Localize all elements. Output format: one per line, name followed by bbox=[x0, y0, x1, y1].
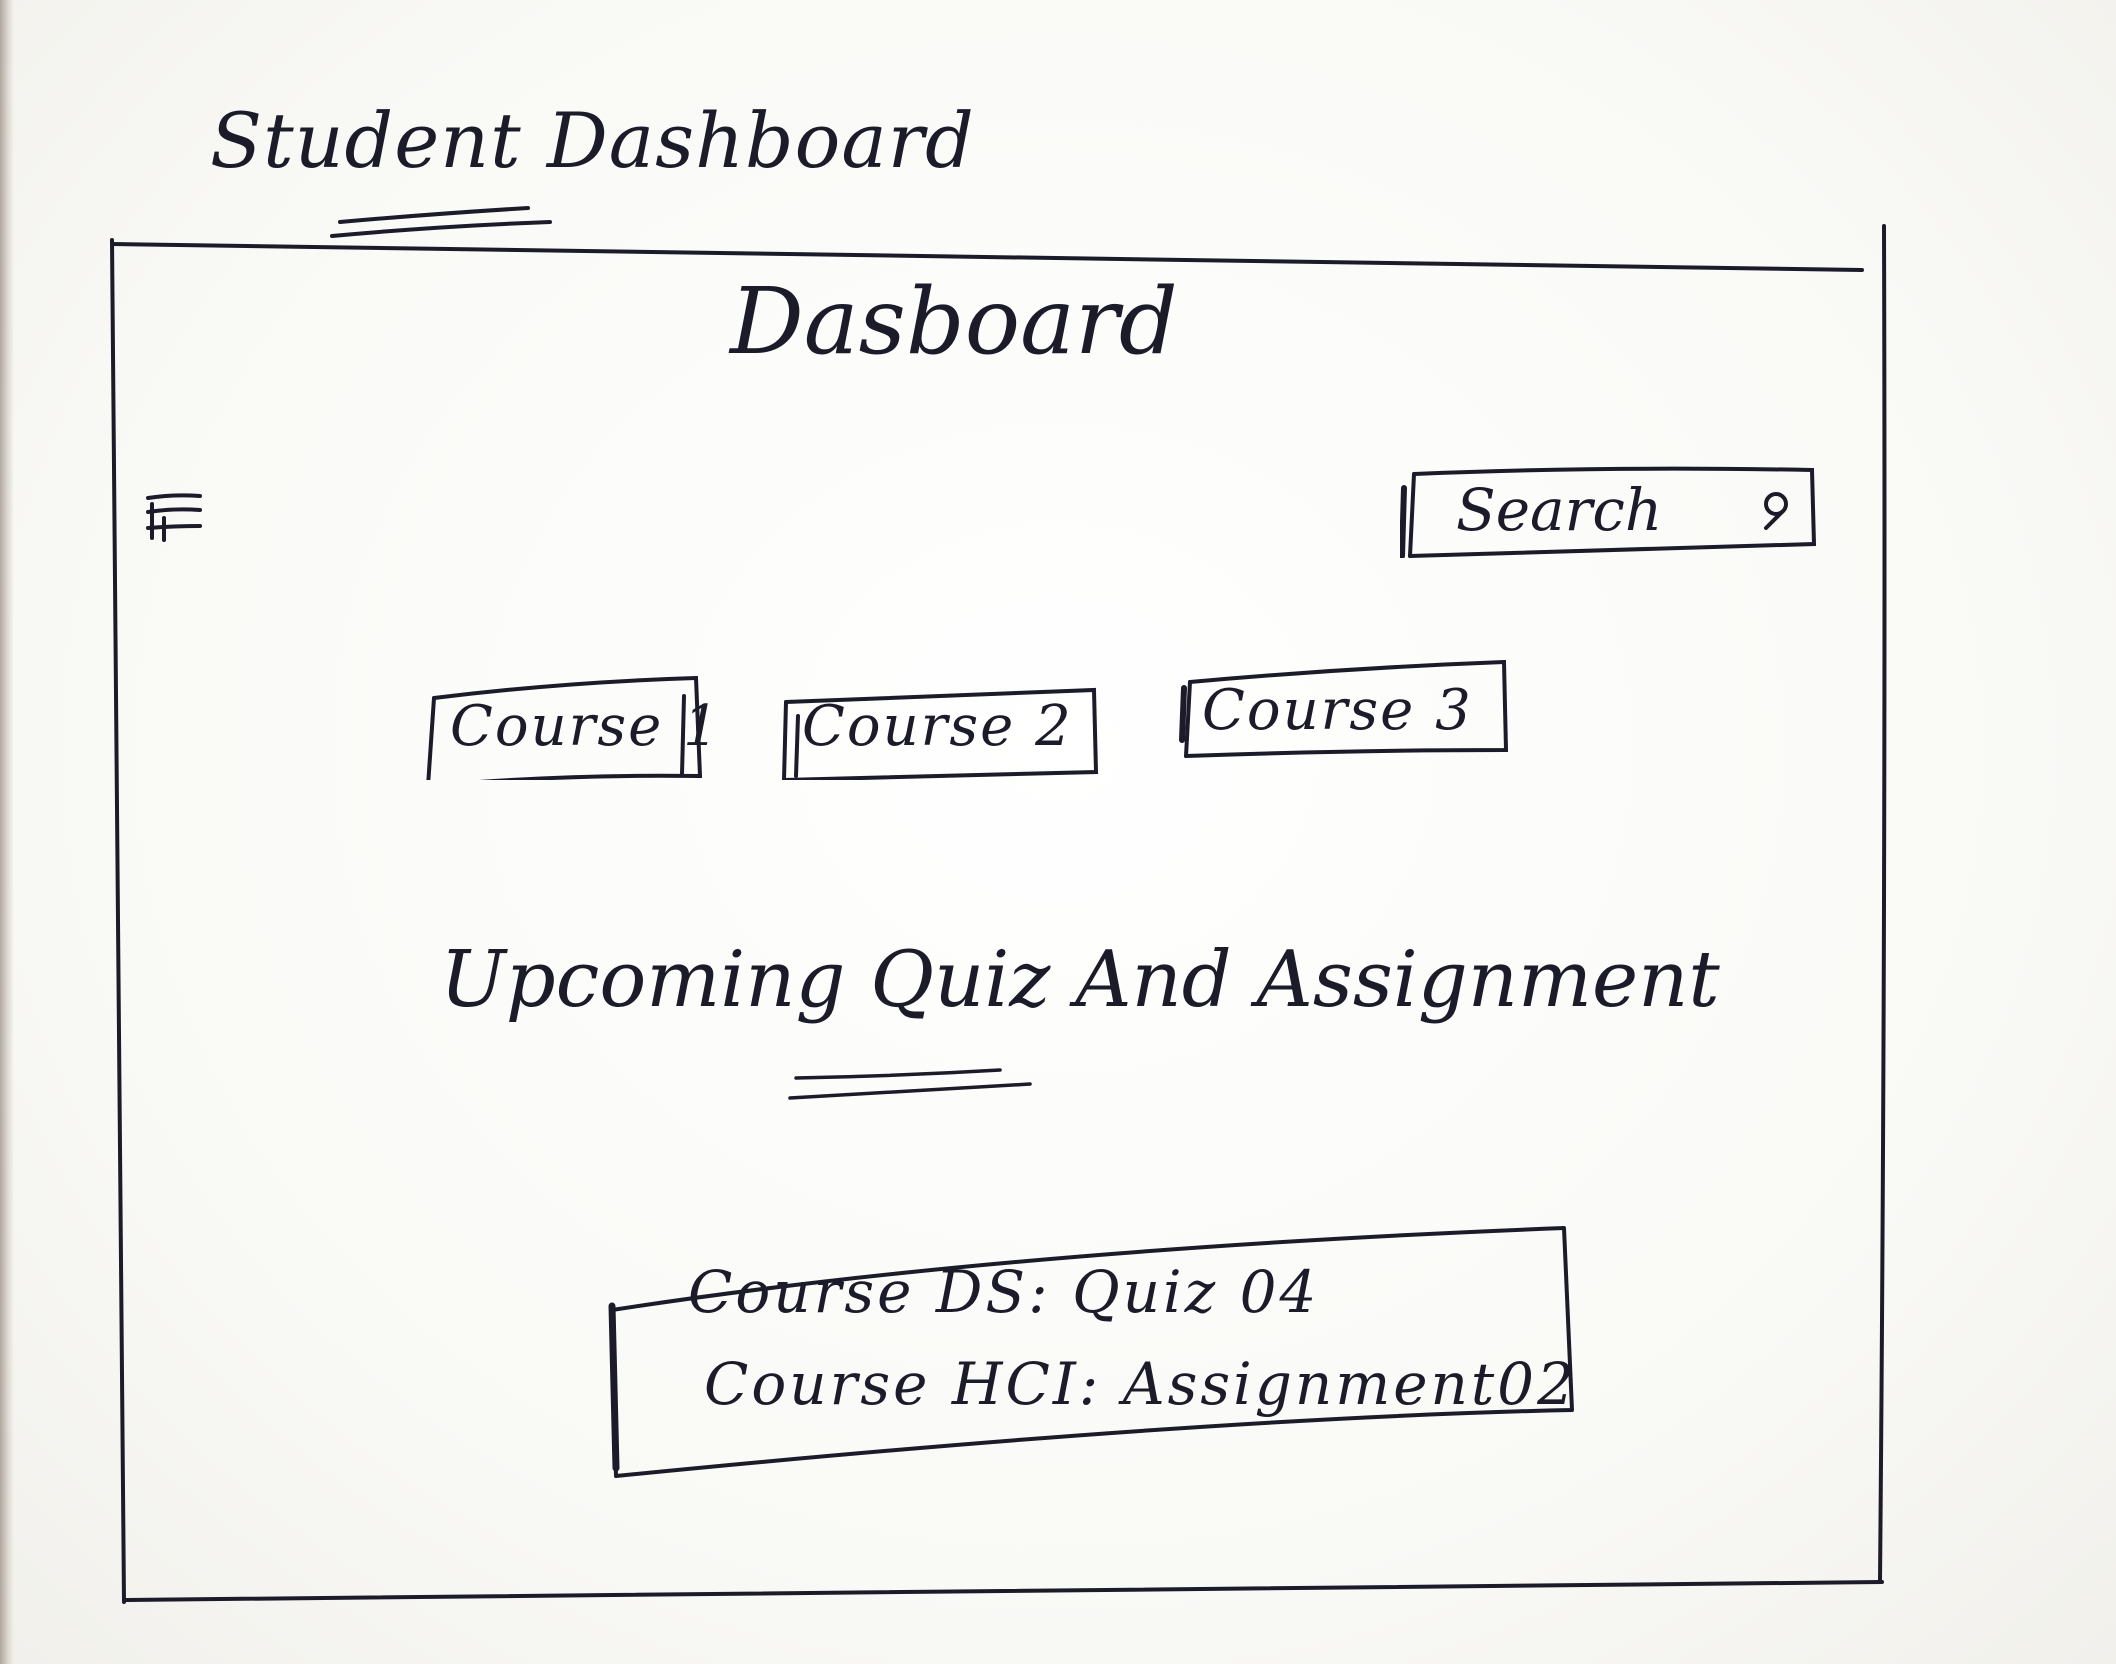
search-input[interactable]: Search bbox=[1400, 462, 1820, 558]
heading-underline-1 bbox=[794, 1068, 1002, 1080]
heading-underline-2 bbox=[788, 1082, 1032, 1100]
course-2-label: Course 2 bbox=[802, 694, 1073, 759]
frame-right-edge bbox=[1878, 224, 1887, 1584]
frame-bottom-edge bbox=[124, 1580, 1884, 1602]
page-title: Dasboard bbox=[730, 268, 1178, 375]
upcoming-item-quiz[interactable]: Course DS: Quiz 04 bbox=[688, 1258, 1320, 1326]
hamburger-menu-icon[interactable] bbox=[144, 488, 204, 548]
upcoming-item-assignment[interactable]: Course HCI: Assignment02 bbox=[704, 1350, 1577, 1418]
search-icon[interactable] bbox=[1756, 490, 1792, 530]
course-2-button[interactable]: Course 2 bbox=[776, 676, 1102, 780]
sketch-title: Student Dashboard bbox=[210, 96, 975, 185]
frame-top-edge bbox=[110, 242, 1864, 272]
upcoming-list: Course DS: Quiz 04 Course HCI: Assignmen… bbox=[612, 1232, 1574, 1472]
course-1-label: Course 1 bbox=[450, 694, 721, 759]
course-1-button[interactable]: Course 1 bbox=[424, 676, 719, 780]
course-3-label: Course 3 bbox=[1202, 678, 1473, 743]
title-underline-1 bbox=[338, 206, 530, 224]
search-placeholder: Search bbox=[1456, 476, 1663, 544]
paper-edge-shadow bbox=[0, 0, 14, 1664]
course-3-button[interactable]: Course 3 bbox=[1176, 660, 1510, 764]
upcoming-heading: Upcoming Quiz And Assignment bbox=[440, 935, 1720, 1025]
frame-left-edge bbox=[110, 238, 126, 1604]
title-underline-2 bbox=[330, 220, 552, 238]
